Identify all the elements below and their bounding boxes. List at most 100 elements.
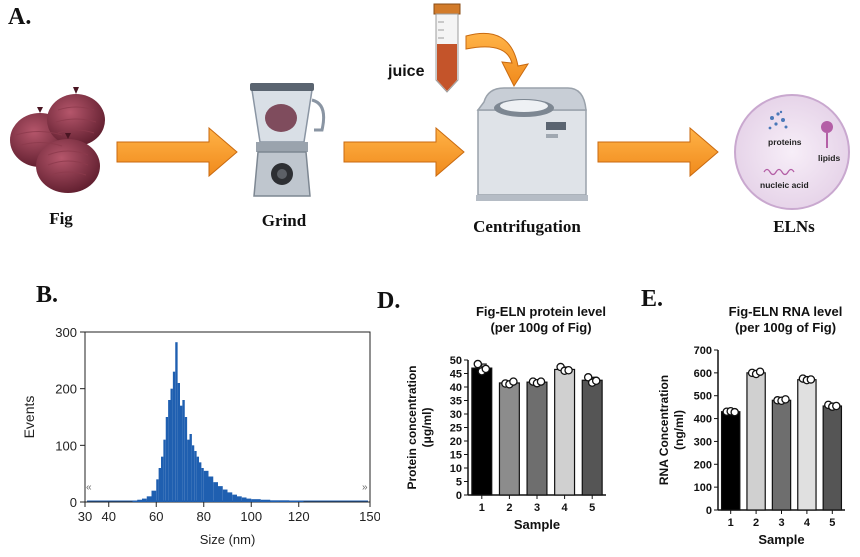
chart-title: Fig-ELN protein level: [476, 304, 606, 319]
data-point: [730, 407, 739, 417]
eln-proteins-label: proteins: [768, 137, 802, 147]
histogram-bar: [175, 342, 178, 502]
eln-lipids-label: lipids: [818, 153, 840, 163]
workflow-diagram: proteins lipids nucleic acid juice: [10, 3, 850, 210]
histogram-bar: [182, 400, 185, 502]
histogram-bar: [227, 492, 233, 502]
y-tick-label: 400: [694, 414, 712, 426]
eln-nucleic-acid-label: nucleic acid: [760, 180, 809, 190]
y-tick-label: 45: [450, 369, 462, 381]
fig-fruit-icon: [10, 87, 105, 193]
histogram-bar: [199, 462, 202, 502]
curved-arrow-icon: [465, 32, 530, 88]
x-axis-label: Sample: [758, 532, 804, 547]
x-tick-label: 1: [728, 517, 734, 529]
histogram-bar: [289, 500, 299, 502]
y-axis-label: Protein concentration(μg/ml): [405, 365, 434, 489]
eln-vesicle-icon: proteins lipids nucleic acid: [734, 94, 850, 210]
x-tick-label: 4: [804, 517, 811, 529]
histogram-bar: [142, 498, 147, 502]
chart-title: (per 100g of Fig): [735, 320, 836, 335]
bar: [771, 399, 792, 511]
arrow-icon: [343, 126, 465, 178]
bar: [554, 368, 576, 496]
histogram-bar: [196, 456, 199, 502]
y-tick-label: 0: [456, 490, 462, 502]
histogram-bar: [184, 417, 188, 502]
juice-tube-icon: [433, 3, 461, 93]
blender-icon: [250, 83, 326, 197]
step-label-elns: ELNs: [773, 217, 815, 236]
y-tick-label: 200: [55, 382, 77, 397]
panel-letter-b: B.: [36, 282, 59, 308]
bar: [526, 381, 548, 496]
x-tick-label: 60: [149, 509, 163, 524]
x-tick-label: 2: [506, 502, 512, 514]
bar: [471, 367, 493, 496]
y-tick-label: 20: [450, 436, 462, 448]
y-tick-label: 25: [450, 423, 462, 435]
histogram-bar: [237, 496, 242, 502]
histogram-bar: [260, 499, 271, 502]
histogram-bar: [270, 500, 280, 502]
panel-letter-e: E.: [641, 286, 664, 312]
y-tick-label: 30: [450, 409, 462, 421]
y-axis-label-line: (μg/ml): [420, 407, 434, 447]
x-axis-label: Sample: [514, 517, 560, 532]
y-tick-label: 40: [450, 382, 462, 394]
histogram-bar: [177, 383, 180, 502]
step-label-centrifugation: Centrifugation: [473, 217, 581, 236]
arrow-icon: [597, 126, 719, 178]
y-tick-label: 5: [456, 477, 462, 489]
histogram-bar: [298, 501, 304, 502]
chart-title: (per 100g of Fig): [490, 320, 591, 335]
y-axis-label-line: Protein concentration: [405, 365, 419, 489]
histogram-bar: [213, 482, 218, 502]
x-tick-label: 3: [534, 502, 540, 514]
y-axis-label-line: RNA Concentration: [657, 375, 671, 485]
x-tick-label: 120: [288, 509, 310, 524]
data-point: [564, 366, 573, 375]
bar: [498, 382, 520, 496]
y-tick-label: 300: [55, 325, 77, 340]
bar: [581, 379, 603, 496]
y-axis-label: Events: [21, 396, 37, 439]
protein-bar-chart: Fig-ELN protein level(per 100g of Fig) 05…: [405, 304, 606, 532]
histogram-bar: [151, 490, 157, 502]
histogram-bar: [203, 470, 209, 502]
y-tick-label: 15: [450, 450, 462, 462]
histogram-bar: [232, 494, 237, 502]
juice-label: juice: [387, 63, 425, 80]
y-tick-label: 300: [694, 436, 712, 448]
histogram-bar: [158, 468, 161, 502]
x-tick-label: 40: [102, 509, 116, 524]
panel-letter-a: A.: [8, 4, 32, 30]
histogram-bar: [187, 439, 190, 502]
rna-bar-chart: Fig-ELN RNA level(per 100g of Fig)010020…: [657, 304, 845, 547]
x-tick-label: 150: [359, 509, 380, 524]
histogram-bar: [180, 405, 183, 502]
x-tick-label: 4: [562, 502, 569, 514]
data-point: [536, 377, 546, 386]
x-tick-label: 80: [197, 509, 211, 524]
range-marker-left: «: [86, 482, 92, 493]
plot-frame: [84, 331, 371, 503]
data-point: [591, 376, 601, 386]
histogram-bar: [218, 486, 223, 502]
y-tick-label: 100: [694, 482, 712, 494]
y-tick-label: 35: [450, 396, 462, 408]
y-tick-label: 0: [70, 495, 77, 510]
data-point: [473, 359, 483, 369]
data-point: [755, 367, 765, 376]
histogram-bar: [241, 497, 247, 502]
histogram-bar: [279, 500, 290, 502]
bar: [746, 372, 766, 511]
y-tick-label: 0: [706, 505, 712, 517]
y-tick-label: 200: [694, 459, 712, 471]
histogram-bar: [132, 500, 138, 502]
x-axis-label: Size (nm): [200, 532, 256, 547]
y-tick-label: 100: [55, 438, 77, 453]
data-point: [781, 395, 790, 404]
histogram-bar: [165, 417, 169, 502]
